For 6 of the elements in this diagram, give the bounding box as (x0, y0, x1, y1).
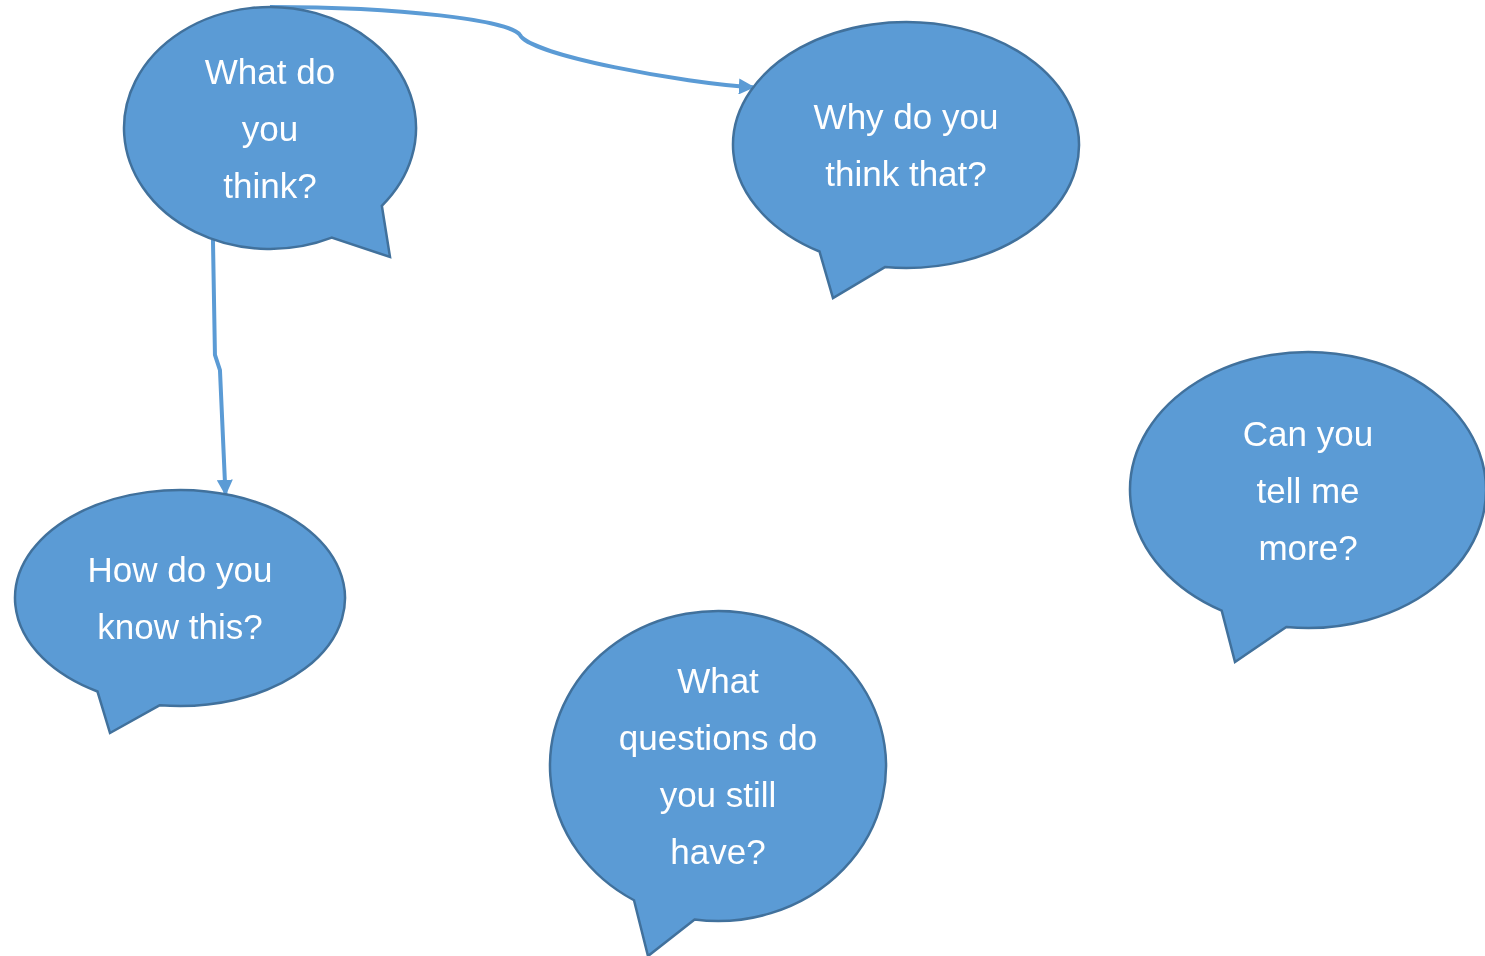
arrow (210, 239, 233, 496)
question-text: Can you tell me more? (1241, 412, 1375, 569)
question-text: Why do you think that? (812, 96, 1000, 195)
question-text: How do you know this? (86, 549, 274, 648)
question-text: What do you think? (203, 50, 337, 207)
question-text: What questions do you still have? (618, 660, 818, 873)
